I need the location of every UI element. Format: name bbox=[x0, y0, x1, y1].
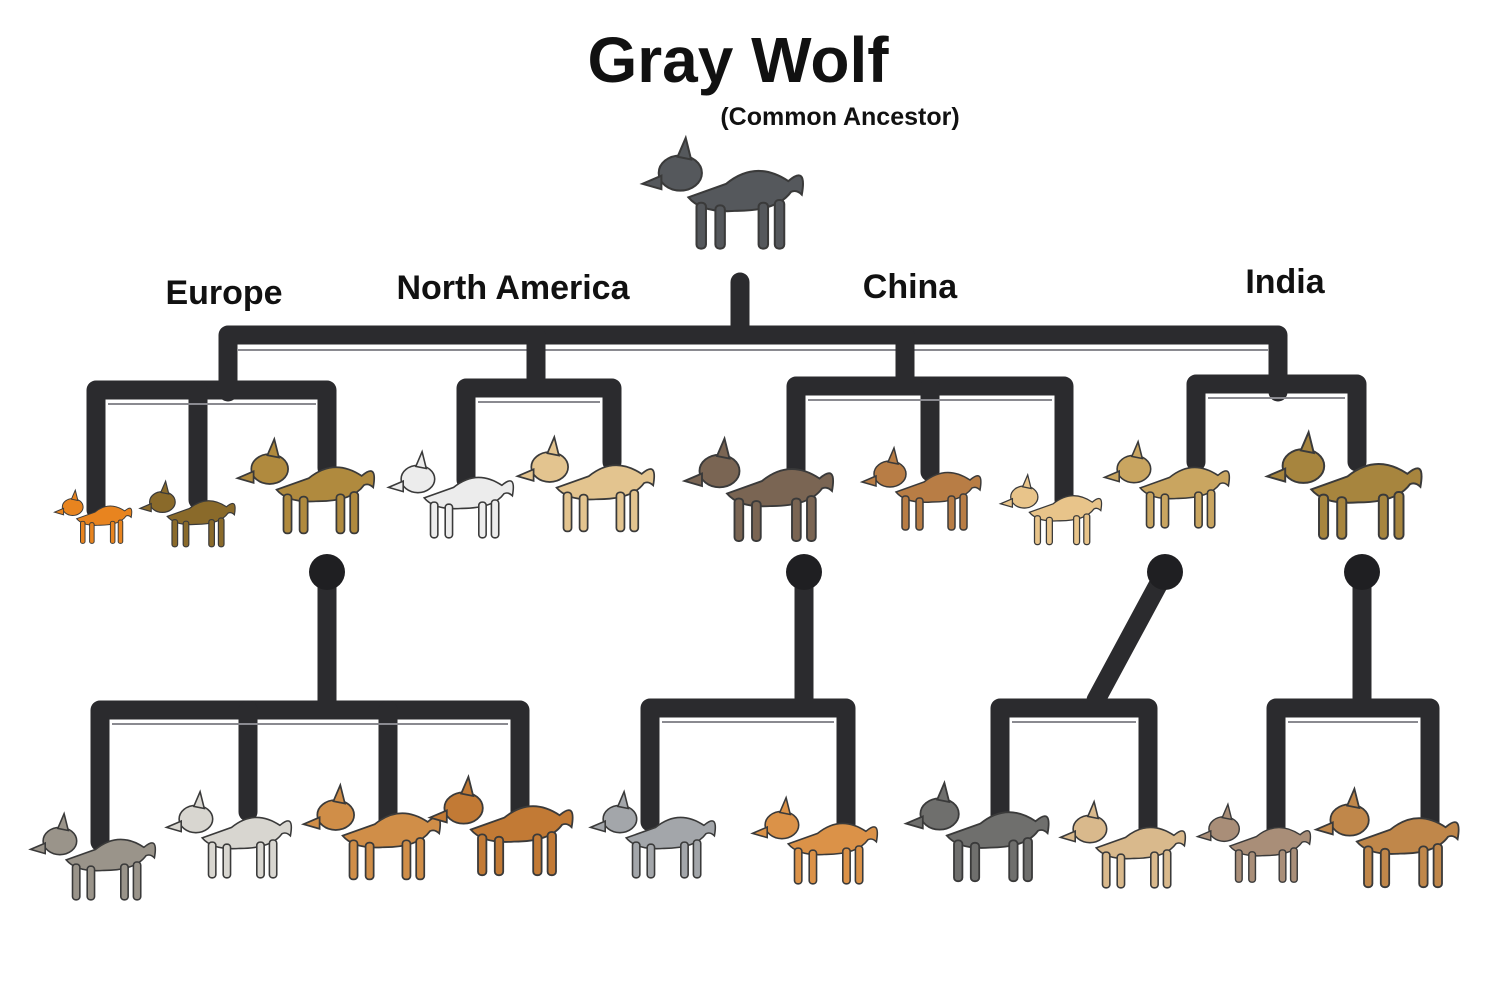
branch-node-2 bbox=[786, 554, 822, 590]
wolf-illustration bbox=[639, 134, 804, 250]
spaniel-dog bbox=[1313, 785, 1460, 889]
lower-branch-2 bbox=[640, 698, 856, 842]
lower-branch-1 bbox=[90, 700, 530, 852]
chow-chow-dog bbox=[859, 445, 982, 531]
region-label-india: India bbox=[1245, 263, 1325, 301]
cream-spitz-dog bbox=[514, 434, 656, 533]
gray-shaggy-dog bbox=[903, 779, 1050, 883]
pekingese-dog bbox=[998, 472, 1103, 546]
sighthound-dog bbox=[1102, 439, 1231, 529]
dog-illustrations bbox=[28, 134, 1460, 901]
brown-village-dog bbox=[681, 435, 835, 542]
pug-dog bbox=[28, 811, 157, 901]
diagram-title: Gray Wolf bbox=[587, 24, 889, 96]
region-label-north-america: North America bbox=[396, 269, 630, 307]
golden-hound-dog bbox=[234, 436, 376, 535]
bloodhound-dog bbox=[1264, 429, 1423, 540]
lower-branch-4 bbox=[1266, 698, 1440, 848]
lower-stem-3 bbox=[1086, 562, 1175, 710]
diagram-subtitle: (Common Ancestor) bbox=[720, 103, 959, 131]
main-branch bbox=[218, 325, 1288, 402]
orange-mastiff-dog bbox=[300, 782, 442, 881]
gray-husky-dog bbox=[588, 789, 717, 879]
orange-short-dog bbox=[750, 795, 879, 885]
pomeranian-dog bbox=[53, 488, 133, 544]
terrier-dog bbox=[138, 479, 236, 548]
lower-branch-3 bbox=[990, 698, 1158, 842]
samoyed-dog bbox=[386, 449, 515, 539]
tree-branches bbox=[86, 272, 1440, 852]
north-america-branch bbox=[456, 378, 622, 490]
india-branch bbox=[1186, 374, 1367, 472]
branch-node-3 bbox=[1147, 554, 1183, 590]
merle-collie-dog bbox=[1058, 799, 1187, 889]
region-label-china: China bbox=[863, 268, 959, 306]
branch-node-1 bbox=[309, 554, 345, 590]
europe-branch bbox=[86, 380, 337, 520]
region-label-europe: Europe bbox=[165, 274, 282, 312]
white-mastiff-dog bbox=[164, 789, 293, 879]
branch-node-4 bbox=[1344, 554, 1380, 590]
rust-pointer-dog bbox=[427, 773, 574, 877]
spotted-terrier-dog bbox=[1195, 802, 1312, 883]
